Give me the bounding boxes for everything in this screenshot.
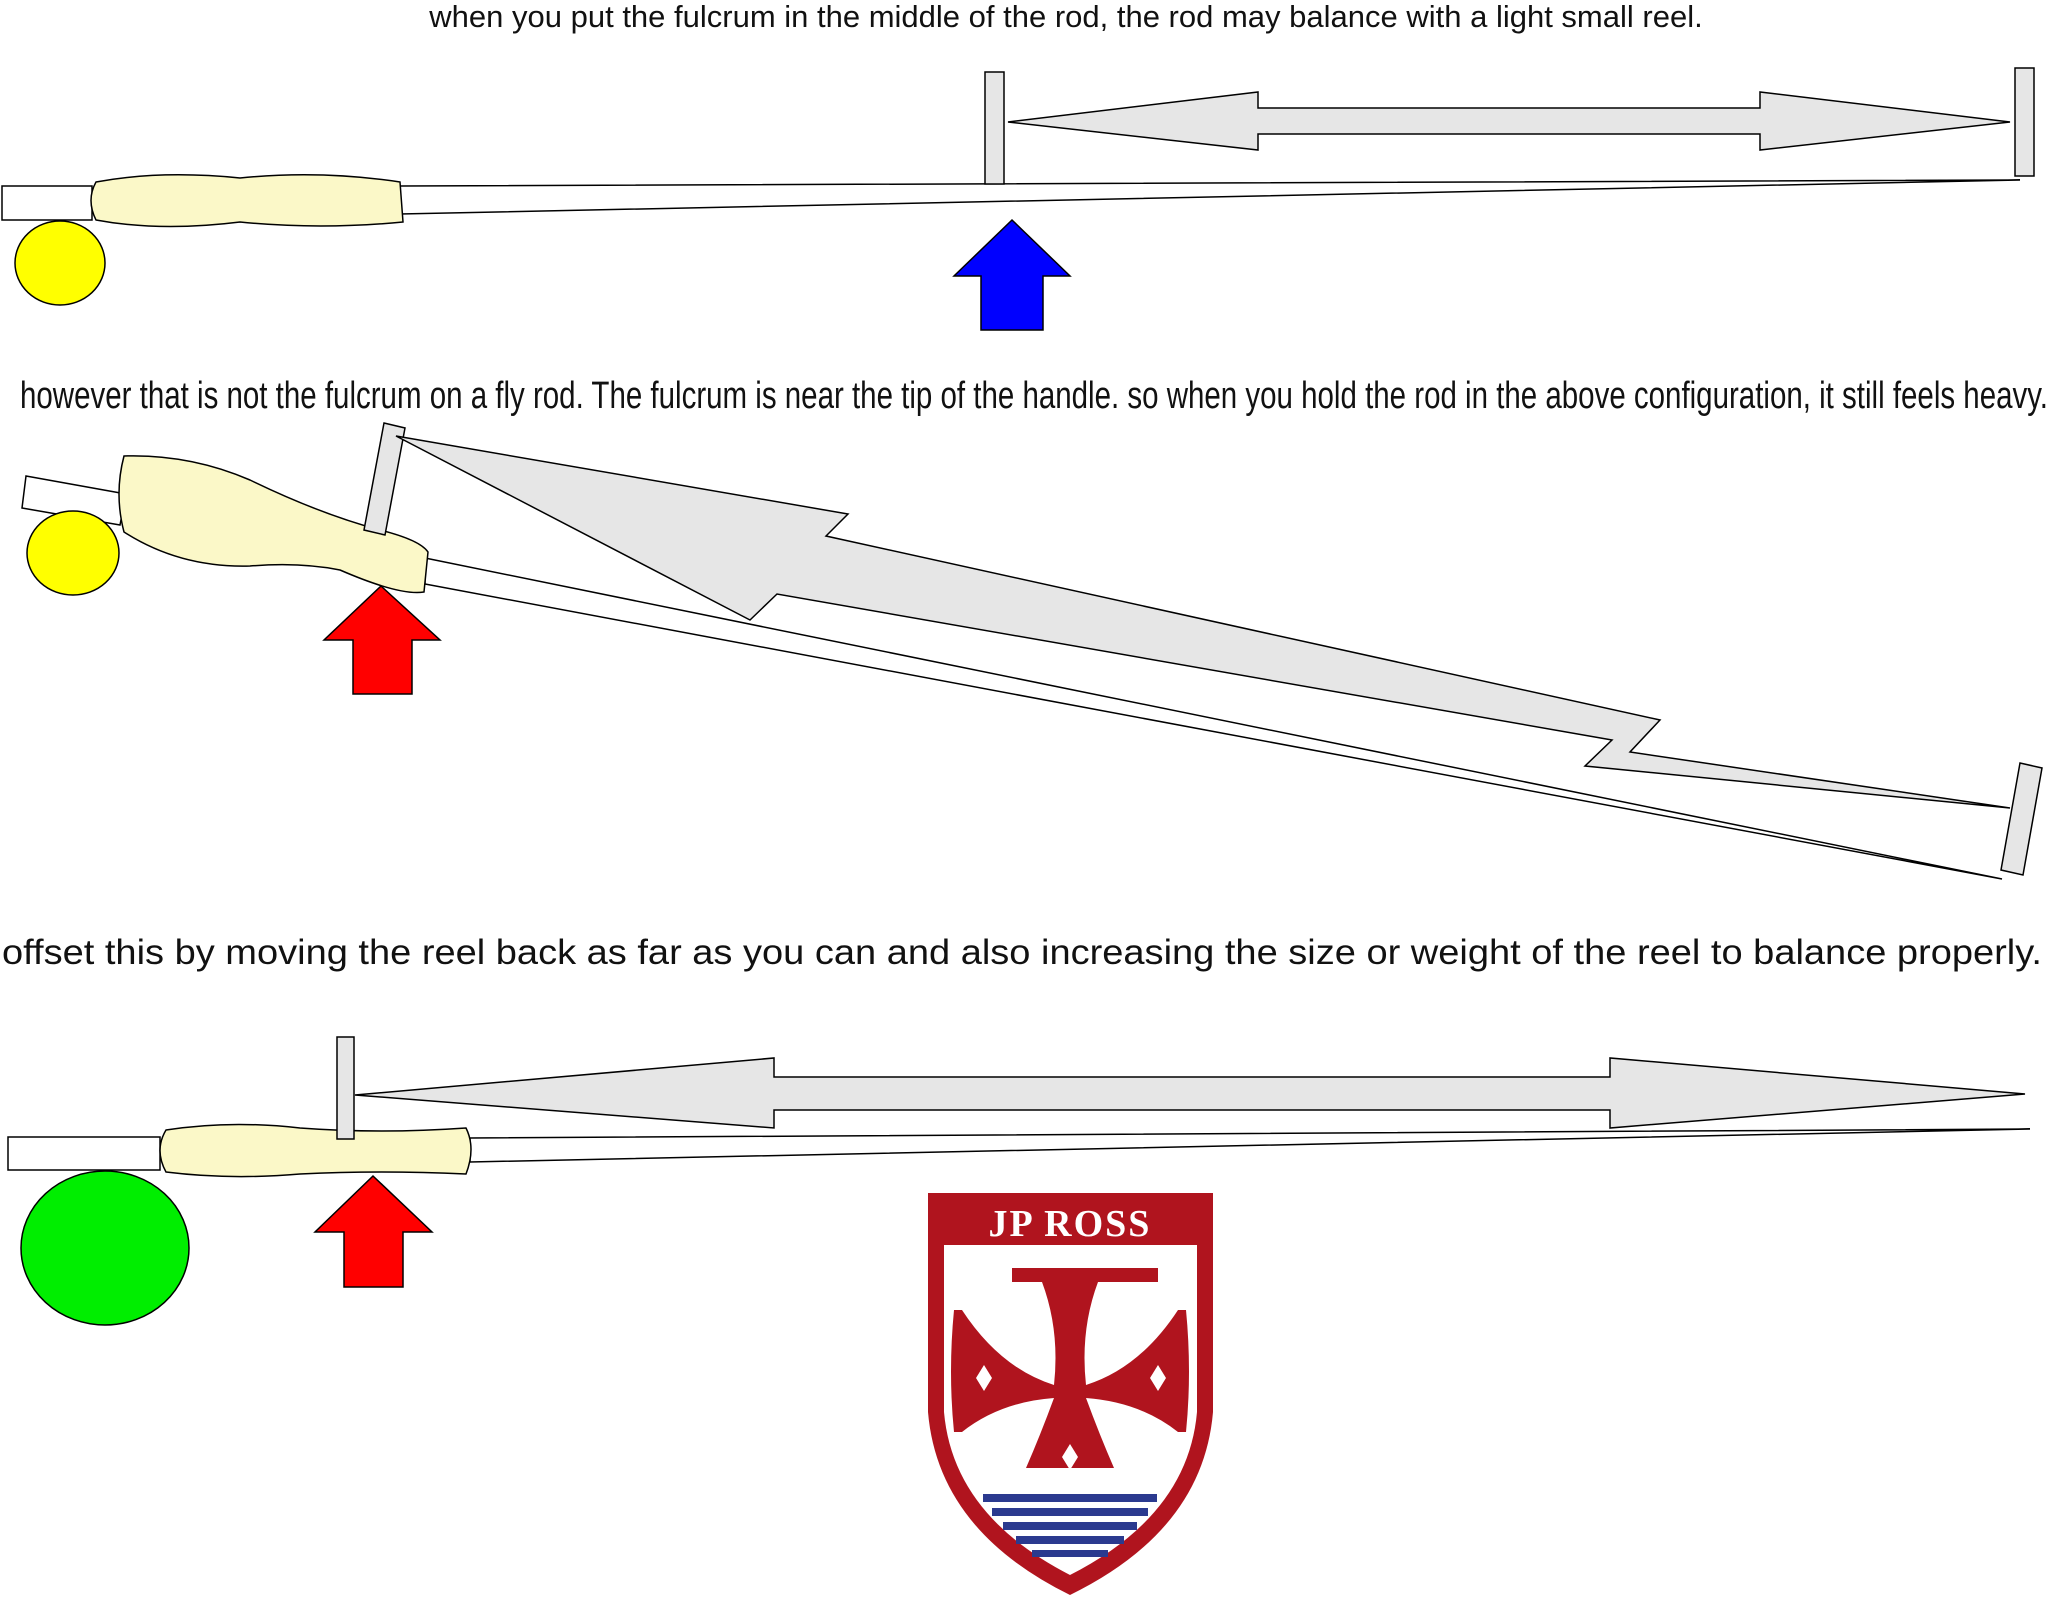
- cork-grip: [90, 174, 404, 228]
- panel-3-balanced: offset this by moving the reel back as f…: [2, 933, 2042, 1326]
- tilted-rod: [21, 455, 2003, 880]
- panel-2-handle-fulcrum: however that is not the fulcrum on a fly…: [20, 375, 2048, 880]
- balance-length-arrow: [354, 1057, 2026, 1129]
- reel-large-green: [20, 1170, 190, 1326]
- fulcrum-arrow-red: [322, 584, 442, 695]
- caption-middle: however that is not the fulcrum on a fly…: [20, 375, 2048, 417]
- balance-bracket-left: [984, 71, 1005, 185]
- rod-butt: [21, 475, 127, 526]
- balance-bracket-right: [2014, 67, 2035, 177]
- balance-length-arrow: [395, 435, 2011, 809]
- rod-blank: [399, 179, 2021, 215]
- reel-small-yellow: [14, 220, 106, 306]
- balance-bracket-left: [363, 422, 406, 536]
- logo-cross-icon: [951, 1268, 1189, 1468]
- fulcrum-arrow-red: [313, 1174, 434, 1288]
- rod-blank: [469, 1128, 2031, 1163]
- rod-butt: [7, 1136, 161, 1171]
- balance-bracket-right: [2000, 762, 2043, 876]
- rod-blank: [424, 557, 2003, 880]
- logo-diamond-left: [976, 1365, 992, 1391]
- fulcrum-arrow-blue: [952, 218, 1072, 331]
- jp-ross-logo: JP ROSS: [928, 1193, 1213, 1595]
- caption-top: when you put the fulcrum in the middle o…: [428, 0, 1702, 34]
- balance-length-arrow: [1007, 91, 2011, 151]
- balance-bracket-left: [336, 1036, 355, 1140]
- logo-water-stripes: [983, 1494, 1157, 1557]
- caption-bottom: offset this by moving the reel back as f…: [2, 933, 2042, 972]
- cork-grip: [159, 1123, 472, 1178]
- logo-diamond-right: [1150, 1365, 1166, 1391]
- rod-butt: [1, 185, 93, 221]
- logo-diamond-bottom: [1062, 1444, 1078, 1470]
- reel-small-yellow: [26, 510, 120, 596]
- logo-text: JP ROSS: [989, 1203, 1152, 1245]
- panel-1-center-fulcrum: when you put the fulcrum in the middle o…: [1, 0, 2035, 331]
- cork-grip: [118, 455, 429, 594]
